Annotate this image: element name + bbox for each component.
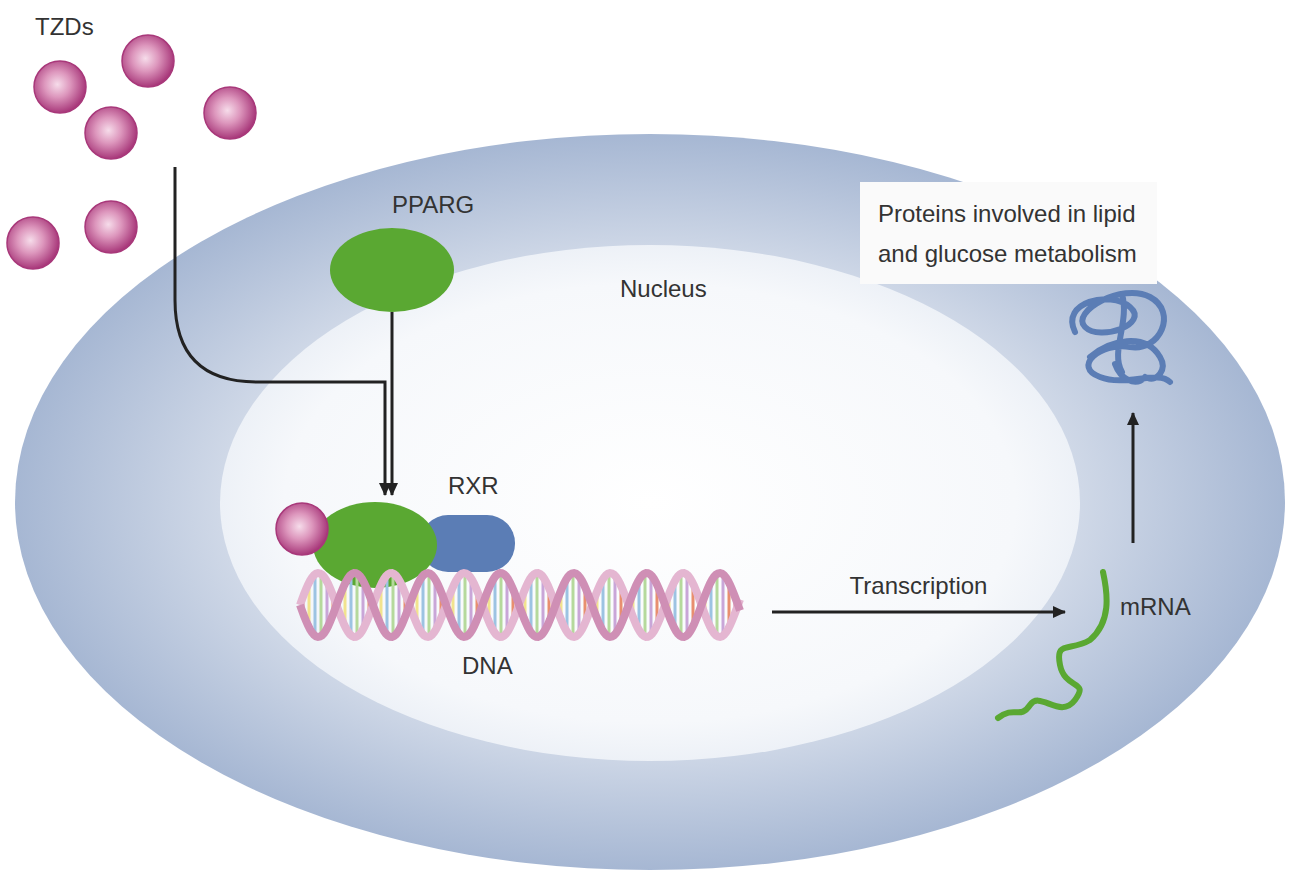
dna-strand — [300, 573, 740, 637]
base-pair — [650, 575, 653, 635]
base-pair — [350, 575, 353, 636]
base-pair — [572, 573, 575, 637]
base-pair — [680, 574, 683, 637]
nucleus-ellipse: NucleusRXR DNA — [220, 245, 1080, 761]
node-label: TZDs — [35, 13, 94, 41]
ligand-cluster: TZDs — [5, 12, 260, 274]
base-pair — [608, 573, 611, 637]
tzd-molecule — [85, 201, 137, 253]
arrow-connector — [391, 312, 394, 495]
edge-label: Transcription — [850, 572, 988, 600]
tzd-molecule — [34, 61, 86, 113]
dna-svg — [295, 565, 745, 685]
cell-membrane — [15, 134, 1285, 870]
tzd-cluster — [5, 12, 260, 274]
node-label: PPARG — [392, 191, 474, 219]
node-label: mRNA — [1120, 593, 1191, 621]
tzd-molecule — [7, 217, 59, 269]
protein-coil — [1072, 293, 1170, 382]
arrow-connector — [1132, 413, 1135, 543]
base-pair — [536, 573, 539, 637]
base-pair — [500, 573, 503, 637]
base-pair — [356, 574, 359, 637]
node-label: DNA — [462, 652, 513, 680]
base-pair — [716, 574, 719, 636]
base-pair — [314, 574, 317, 636]
receptor-ellipse: PPARG — [330, 190, 490, 312]
tzd-molecule — [122, 35, 174, 87]
pparg-shape — [330, 228, 454, 312]
base-pair — [686, 575, 689, 636]
tzd-molecule — [276, 503, 328, 555]
tzd-molecule — [204, 87, 256, 139]
node-label: RXR — [448, 472, 499, 500]
base-pair — [392, 573, 395, 636]
arrow-connector — [175, 167, 385, 495]
protein-product: Proteins involved in lipid and glucose m… — [860, 182, 1180, 410]
text-panel: Proteins involved in lipid and glucose m… — [860, 182, 1157, 284]
dna-helix: DNA — [295, 565, 745, 685]
base-pair — [320, 574, 323, 636]
nucleus-shape — [220, 245, 1080, 761]
tzd-molecule — [85, 107, 137, 159]
node-label: Nucleus — [620, 275, 707, 303]
arrow-connector — [772, 611, 1065, 614]
dna-strand — [300, 573, 740, 637]
mrna-strand: mRNA — [990, 540, 1205, 725]
base-pair — [464, 573, 467, 637]
base-pair — [722, 574, 725, 636]
base-pair — [386, 575, 389, 635]
mrna-svg — [990, 540, 1205, 725]
nucleus-svg — [220, 245, 1080, 761]
mrna-squiggle — [998, 572, 1107, 718]
base-pair — [644, 573, 647, 636]
base-pair — [428, 573, 431, 637]
